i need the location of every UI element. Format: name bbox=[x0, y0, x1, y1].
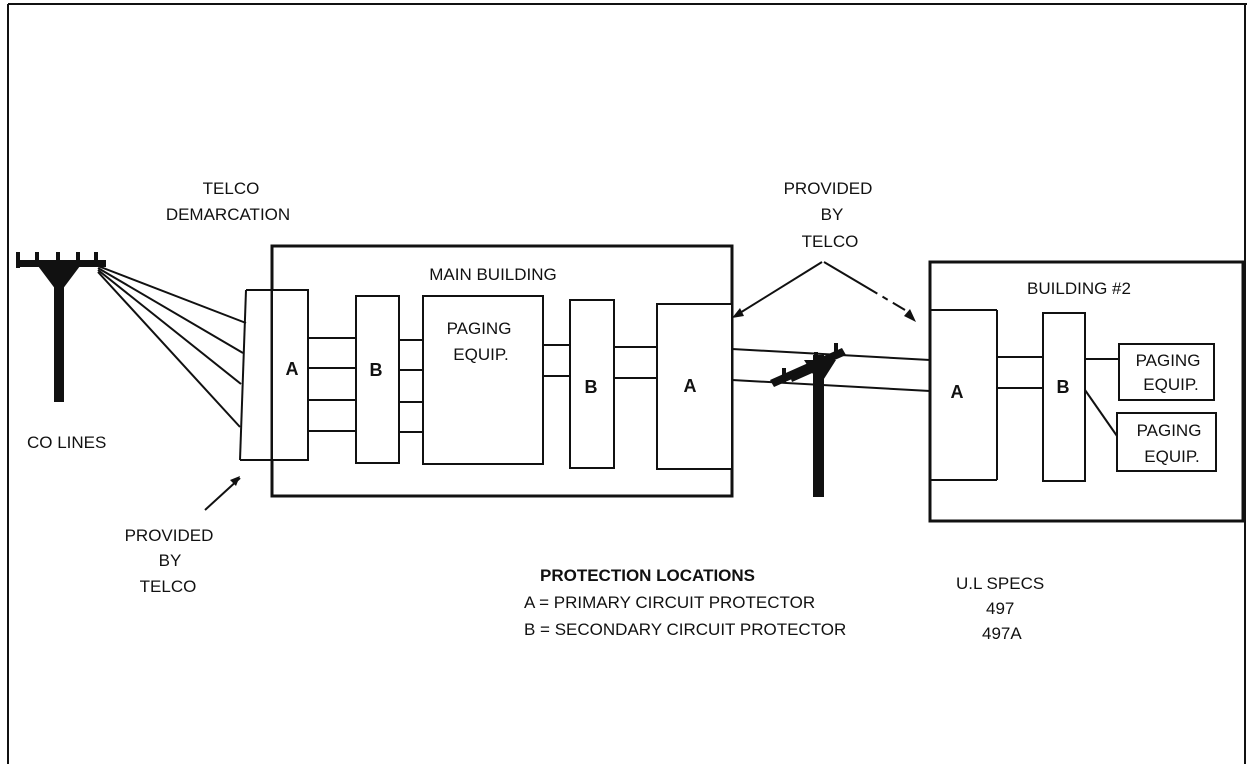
building-2-label: BUILDING #2 bbox=[1027, 279, 1131, 298]
telephone-pole-left bbox=[16, 252, 106, 402]
ul-specs: U.L SPECS 497 497A bbox=[956, 574, 1044, 643]
main-paging-equip-label-2: EQUIP. bbox=[453, 345, 508, 364]
provided-by-telco-top-3: TELCO bbox=[802, 232, 859, 251]
wires-a-to-b-left bbox=[308, 337, 356, 432]
main-protector-a-right bbox=[656, 303, 733, 470]
arrows-provided-top bbox=[732, 261, 916, 322]
provided-by-telco-top-2: BY bbox=[821, 205, 844, 224]
ul-spec-497a: 497A bbox=[982, 624, 1022, 643]
building-2-paging-equipment-bottom bbox=[1116, 412, 1217, 472]
building-2-protector-b bbox=[1042, 312, 1086, 482]
provided-by-telco-top-1: PROVIDED bbox=[784, 179, 873, 198]
building-2-protector-a-label: A bbox=[951, 382, 964, 402]
legend-title: PROTECTION LOCATIONS bbox=[540, 566, 755, 585]
main-protector-a-left bbox=[271, 289, 309, 461]
ul-specs-title: U.L SPECS bbox=[956, 574, 1044, 593]
co-lines-label: CO LINES bbox=[27, 433, 106, 452]
main-protector-a-right-label: A bbox=[684, 376, 697, 396]
telco-demarcation-label-1: TELCO bbox=[203, 179, 260, 198]
building-2-paging-bottom-label-1: PAGING bbox=[1137, 421, 1202, 440]
building-2-paging-bottom-label-2: EQUIP. bbox=[1144, 447, 1199, 466]
main-protector-b-right-label: B bbox=[585, 377, 598, 397]
wires-b-to-a-right bbox=[614, 346, 657, 379]
wires-paging-to-b-right bbox=[543, 344, 570, 377]
telco-demarcation-label-2: DEMARCATION bbox=[166, 205, 290, 224]
main-paging-equipment bbox=[422, 295, 544, 465]
telephone-pole-middle bbox=[770, 343, 846, 497]
main-protector-b-left bbox=[355, 295, 400, 464]
arrowhead-provided-left bbox=[230, 476, 240, 486]
legend-a-definition: A = PRIMARY CIRCUIT PROTECTOR bbox=[524, 593, 815, 612]
building-2-paging-top-label-2: EQUIP. bbox=[1143, 375, 1198, 394]
building-2-wires-a-to-b bbox=[997, 356, 1043, 389]
page-frame bbox=[7, 3, 1247, 764]
building-2-wires-b-to-paging bbox=[1084, 358, 1119, 437]
provided-by-telco-left-2: BY bbox=[159, 551, 182, 570]
building-2-protector-b-label: B bbox=[1057, 377, 1070, 397]
legend-b-definition: B = SECONDARY CIRCUIT PROTECTOR bbox=[524, 620, 846, 639]
main-paging-equip-label-1: PAGING bbox=[447, 319, 512, 338]
building-2-paging-equipment-top bbox=[1118, 343, 1215, 401]
telco-demarcation-box bbox=[239, 289, 272, 461]
provided-by-telco-left-3: TELCO bbox=[140, 577, 197, 596]
building-2-protector-a bbox=[930, 309, 998, 481]
provided-by-telco-left-1: PROVIDED bbox=[125, 526, 214, 545]
main-protector-b-left-label: B bbox=[370, 360, 383, 380]
building-2-paging-top-label-1: PAGING bbox=[1136, 351, 1201, 370]
building-2-outline bbox=[928, 260, 1245, 523]
co-lines-wires bbox=[97, 265, 247, 428]
wires-b-to-paging bbox=[399, 339, 423, 433]
main-protector-b-right bbox=[569, 299, 615, 469]
main-protector-a-left-label: A bbox=[286, 359, 299, 379]
legend-protection-locations: PROTECTION LOCATIONS A = PRIMARY CIRCUIT… bbox=[524, 566, 846, 639]
main-building-label: MAIN BUILDING bbox=[429, 265, 557, 284]
ul-spec-497: 497 bbox=[986, 599, 1014, 618]
